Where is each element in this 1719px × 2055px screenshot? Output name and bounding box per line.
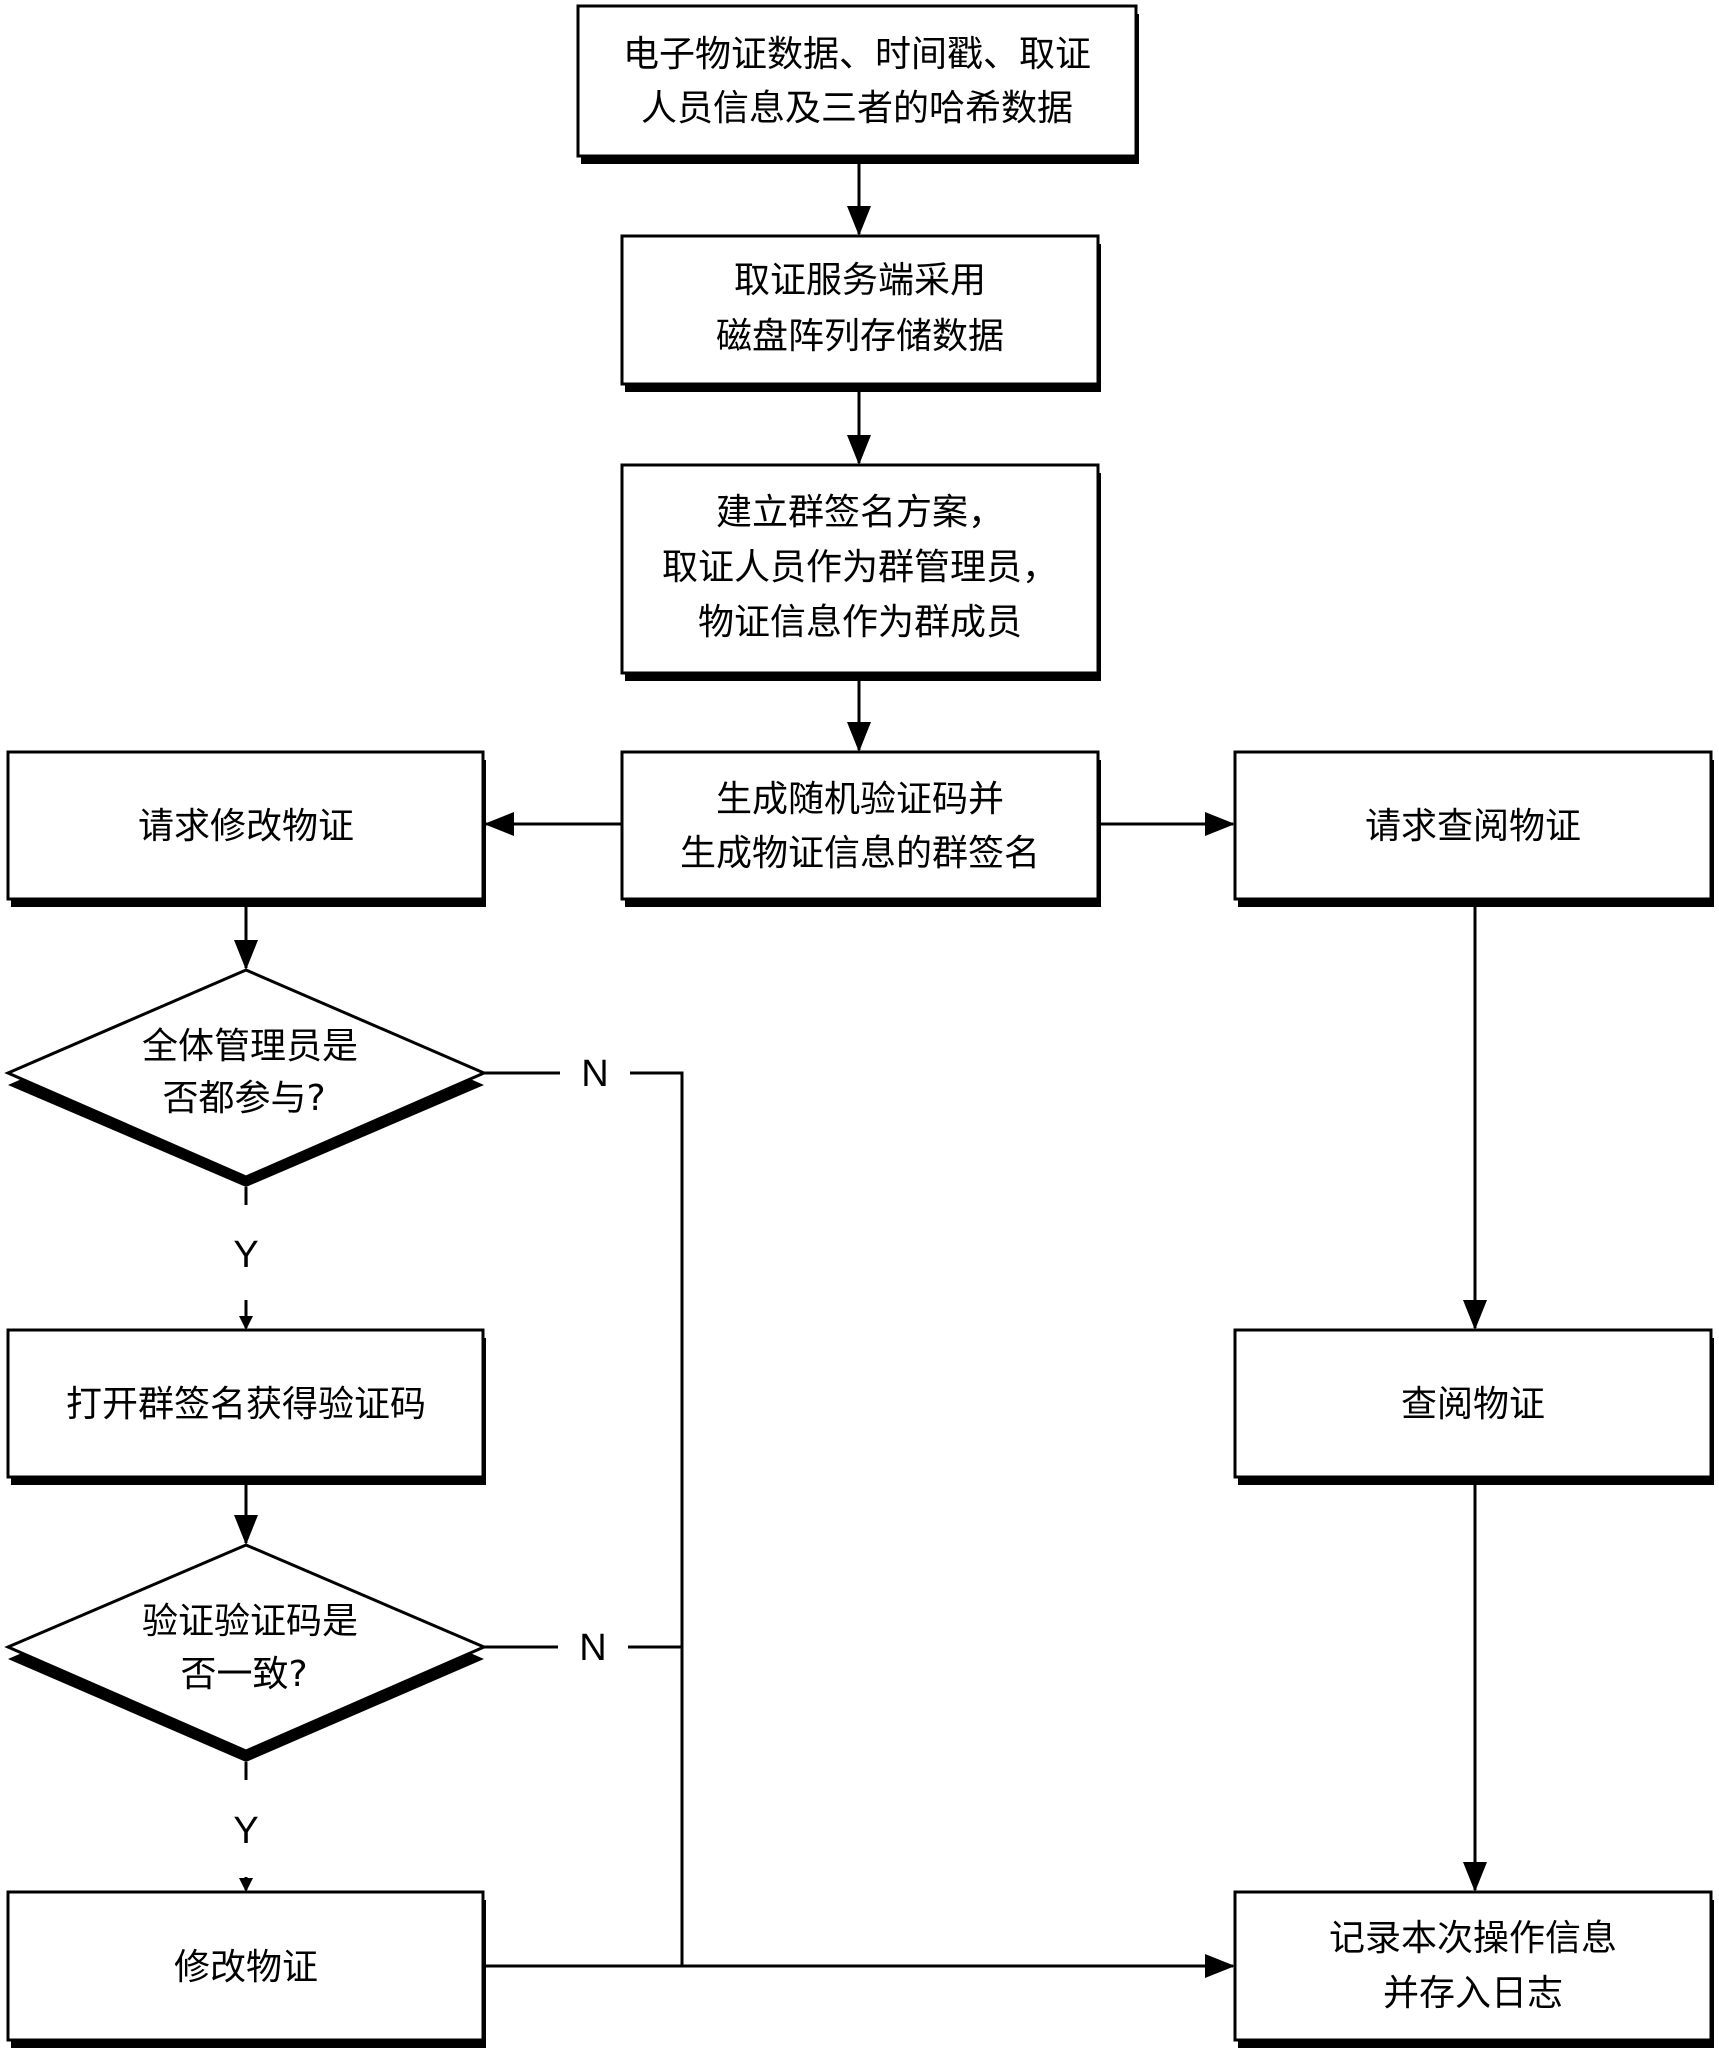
node-group-signature-scheme-line-1: 建立群签名方案， — [716, 492, 1004, 533]
decision-1-line-2: 否都参与? — [162, 1078, 325, 1119]
node-generate-code-and-signature: 生成随机验证码并 生成物证信息的群签名 — [620, 750, 1101, 907]
node-view-evidence: 查阅物证 — [1233, 1328, 1714, 1485]
node-evidence-data-line-2: 人员信息及三者的哈希数据 — [641, 88, 1073, 129]
node-request-modify-evidence: 请求修改物证 — [6, 750, 486, 907]
node-request-view-evidence: 请求查阅物证 — [1233, 750, 1714, 907]
node-evidence-data: 电子物证数据、时间戳、取证 人员信息及三者的哈希数据 — [576, 4, 1139, 164]
node-open-group-signature-label: 打开群签名获得验证码 — [66, 1384, 426, 1425]
decision-2-line-1: 验证验证码是 — [142, 1601, 358, 1642]
node-modify-evidence-label: 修改物证 — [174, 1947, 318, 1988]
decision-2-line-2: 否一致? — [180, 1654, 307, 1695]
label-d1-no: N — [581, 1053, 608, 1095]
node-group-signature-scheme: 建立群签名方案， 取证人员作为群管理员， 物证信息作为群成员 — [620, 463, 1101, 681]
node-group-signature-scheme-line-3: 物证信息作为群成员 — [698, 602, 1022, 643]
node-evidence-data-line-1: 电子物证数据、时间戳、取证 — [623, 34, 1091, 75]
decision-code-consistent: 验证验证码是 否一致? — [4, 1543, 488, 1762]
node-view-evidence-label: 查阅物证 — [1401, 1384, 1545, 1425]
line-d1-no-b — [630, 1071, 684, 1966]
node-modify-evidence: 修改物证 — [6, 1890, 486, 2048]
connectors — [234, 164, 1487, 1978]
label-d2-yes: Y — [233, 1810, 258, 1852]
node-disk-array-storage: 取证服务端采用 磁盘阵列存储数据 — [620, 234, 1101, 392]
node-record-log-line-1: 记录本次操作信息 — [1329, 1918, 1617, 1959]
node-disk-array-storage-line-2: 磁盘阵列存储数据 — [716, 316, 1004, 357]
node-record-log: 记录本次操作信息 并存入日志 — [1233, 1890, 1714, 2048]
node-open-group-signature: 打开群签名获得验证码 — [6, 1328, 486, 1485]
node-request-modify-label: 请求修改物证 — [138, 806, 354, 847]
node-request-view-label: 请求查阅物证 — [1365, 806, 1581, 847]
decision-all-admins-participate: 全体管理员是 否都参与? — [4, 968, 488, 1187]
decision-1-line-1: 全体管理员是 — [142, 1026, 358, 1067]
node-disk-array-storage-line-1: 取证服务端采用 — [734, 260, 986, 301]
node-group-signature-scheme-line-2: 取证人员作为群管理员， — [662, 547, 1058, 588]
node-record-log-line-2: 并存入日志 — [1383, 1973, 1563, 2014]
label-d2-no: N — [579, 1627, 606, 1669]
label-d1-yes: Y — [233, 1234, 258, 1276]
node-generate-code-line-1: 生成随机验证码并 — [716, 779, 1004, 820]
node-generate-code-line-2: 生成物证信息的群签名 — [680, 833, 1040, 874]
